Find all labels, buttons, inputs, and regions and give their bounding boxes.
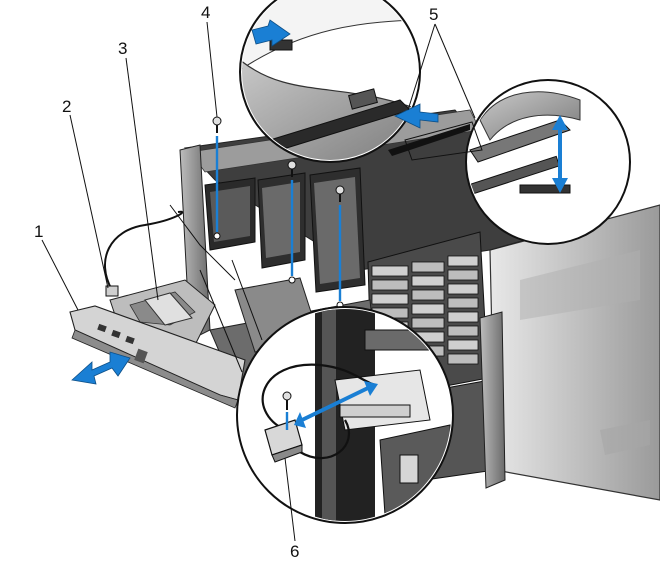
side-panel-reflection <box>600 420 650 455</box>
screw-icon <box>212 116 222 133</box>
control-panel-bar-edge <box>71 329 239 409</box>
control-panel-ports <box>97 323 148 364</box>
control-panel-ribbon-plate <box>144 292 193 326</box>
chassis-right-post <box>479 311 506 489</box>
chassis-side-panel <box>489 204 660 501</box>
board-header-right-zoom <box>519 184 571 194</box>
control-panel-cable-zoom <box>261 363 376 431</box>
callout-label-3: 3 <box>118 39 128 58</box>
callout-label-6: 6 <box>290 542 300 561</box>
cable-connector-block <box>264 419 303 463</box>
blue-double-arrow <box>294 381 378 428</box>
magnifier-leader <box>199 269 243 373</box>
screw-icon <box>335 185 345 202</box>
screw-icon <box>282 391 292 410</box>
callout-leaders <box>41 21 476 542</box>
screw-hole <box>213 232 221 240</box>
leader-1 <box>41 239 79 311</box>
cable-latch-zoom <box>348 88 378 110</box>
cable-connector-right-zoom <box>469 119 571 163</box>
side-panel-highlight <box>520 250 640 320</box>
callout-label-2: 2 <box>62 97 72 116</box>
magnifier-leader <box>231 259 263 341</box>
callout-label-5: 5 <box>429 5 439 24</box>
magnifier-connector <box>404 121 483 161</box>
leader-4 <box>206 21 218 118</box>
blue-double-arrow <box>552 115 568 193</box>
leader-5b <box>434 23 476 119</box>
screw-group <box>212 116 345 309</box>
detail-magnifier-right <box>465 79 631 245</box>
leader-3 <box>125 57 159 301</box>
plate-zoom <box>334 369 431 431</box>
blue-double-arrow <box>71 351 131 385</box>
control-panel-cable-connector <box>105 285 119 297</box>
leader-2 <box>69 114 109 289</box>
screw-icon <box>287 160 297 177</box>
screw-hole <box>288 276 296 284</box>
detail-magnifier-top <box>239 0 439 163</box>
control-panel-cable <box>103 210 184 291</box>
callout-label-4: 4 <box>201 3 211 22</box>
callout-label-1: 1 <box>34 222 44 241</box>
zoom-slot-indicator <box>388 124 470 156</box>
blue-double-arrow <box>251 19 291 47</box>
leader-6 <box>284 457 296 542</box>
blue-double-arrow <box>394 103 439 129</box>
mount-bar-zoom <box>339 404 411 418</box>
leader-5a <box>407 23 436 111</box>
leader-line-cable <box>169 204 236 281</box>
ribbon-cable-right-zoom <box>479 91 581 141</box>
control-panel-assembly <box>69 210 246 409</box>
detail-magnifier-bottom <box>236 306 454 524</box>
